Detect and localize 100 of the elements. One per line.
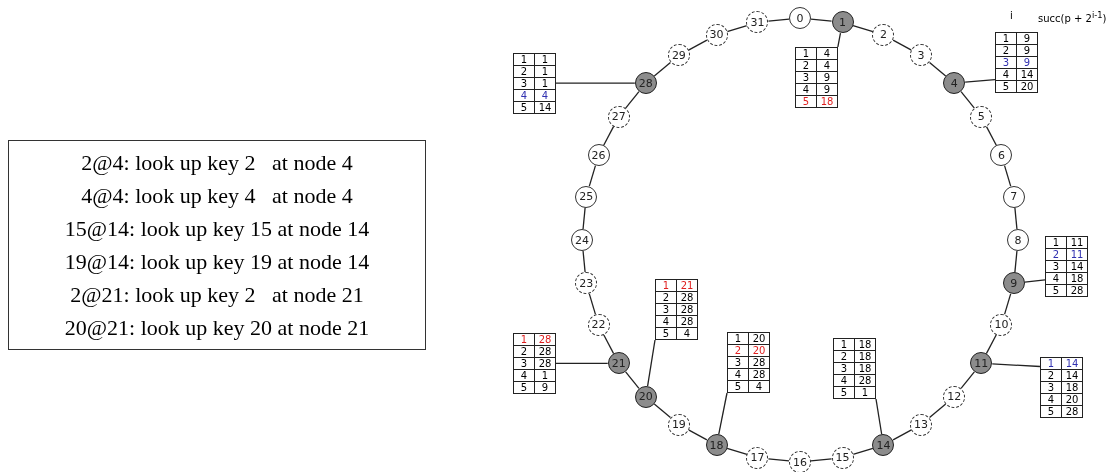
column-header: succ(p + 2$^{i-1}$) xyxy=(1038,10,1107,25)
table-cell: 4 xyxy=(513,369,535,382)
table-cell: 5 xyxy=(727,380,749,393)
ring-node: 16 xyxy=(789,451,811,472)
table-cell: 3 xyxy=(995,56,1017,69)
table-cell: 3 xyxy=(1040,381,1062,394)
table-cell: 5 xyxy=(513,381,535,394)
table-cell: 11 xyxy=(1066,236,1088,249)
table-cell: 28 xyxy=(748,368,770,381)
peer-node: 18 xyxy=(705,434,728,457)
table-cell: 3 xyxy=(1045,260,1067,273)
table-cell: 1 xyxy=(1040,357,1062,370)
table-cell: 18 xyxy=(854,338,876,351)
note-box xyxy=(8,140,426,350)
connector-line xyxy=(555,82,636,84)
connector-line xyxy=(603,125,615,146)
ring-node: 30 xyxy=(705,23,728,46)
ring-node: 2 xyxy=(872,23,895,46)
lookup-line: 20@21: look up key 20 at node 21 xyxy=(64,314,370,342)
table-cell: 2 xyxy=(727,344,749,357)
table-cell: 4 xyxy=(676,327,698,340)
connector-line xyxy=(603,334,615,355)
connector-line xyxy=(588,164,597,187)
table-cell: 4 xyxy=(1045,272,1067,285)
finger-table xyxy=(1040,357,1083,418)
table-cell: 4 xyxy=(748,380,770,393)
connector-line xyxy=(985,334,997,355)
table-cell: 1 xyxy=(534,53,556,66)
ring-node: 6 xyxy=(990,144,1013,167)
ring-node: 17 xyxy=(746,446,769,469)
connector-line xyxy=(928,61,947,77)
table-cell: 9 xyxy=(1016,56,1038,69)
finger-table xyxy=(795,47,838,108)
connector-line xyxy=(582,250,586,273)
peer-node: 11 xyxy=(970,352,993,375)
ring-node: 10 xyxy=(990,313,1013,336)
table-cell: 2 xyxy=(513,65,535,78)
connector-line xyxy=(767,18,790,22)
peer-node: 28 xyxy=(634,72,657,94)
table-cell: 3 xyxy=(727,356,749,369)
table-cell: 1 xyxy=(534,77,556,90)
connector-line xyxy=(1014,250,1018,273)
connector-line xyxy=(555,362,609,364)
table-cell: 9 xyxy=(1016,32,1038,45)
finger-table xyxy=(513,333,556,394)
table-cell: 3 xyxy=(795,71,817,84)
connector-line xyxy=(991,363,1041,368)
finger-table xyxy=(655,279,698,340)
table-cell: 1 xyxy=(727,332,749,345)
connector-line xyxy=(588,293,597,316)
table-cell: 28 xyxy=(676,315,698,328)
table-cell: 1 xyxy=(795,47,817,60)
table-cell: 18 xyxy=(1066,272,1088,285)
table-cell: 3 xyxy=(833,362,855,375)
table-cell: 14 xyxy=(1061,369,1083,382)
connector-line xyxy=(852,447,874,456)
connector-line xyxy=(726,24,748,33)
lookup-line: 2@4: look up key 2 at node 4 xyxy=(81,149,353,177)
table-cell: 2 xyxy=(1040,369,1062,382)
connector-line xyxy=(1014,207,1018,230)
connector-line xyxy=(646,339,656,387)
table-cell: 14 xyxy=(1016,68,1038,81)
connector-line xyxy=(1003,164,1012,187)
connector-line xyxy=(687,39,708,51)
lookup-line: 19@14: look up key 19 at node 14 xyxy=(64,248,370,276)
ring-node: 22 xyxy=(587,313,610,336)
ring-node: 3 xyxy=(910,44,933,67)
ring-node: 19 xyxy=(667,413,690,436)
table-cell: 2 xyxy=(833,350,855,363)
table-cell: 28 xyxy=(676,291,698,304)
table-cell: 20 xyxy=(1061,393,1083,406)
connector-line xyxy=(767,458,790,462)
table-cell: 4 xyxy=(833,374,855,387)
connector-line xyxy=(582,207,586,230)
table-cell: 4 xyxy=(513,89,535,102)
table-cell: 5 xyxy=(1040,405,1062,418)
table-cell: 2 xyxy=(513,345,535,358)
connector-line xyxy=(852,24,874,33)
connector-line xyxy=(726,447,748,456)
table-cell: 28 xyxy=(676,303,698,316)
peer-node: 9 xyxy=(1002,272,1025,295)
ring-node: 12 xyxy=(943,385,966,408)
finger-table xyxy=(513,53,556,114)
peer-node: 4 xyxy=(943,72,966,94)
table-cell: 2 xyxy=(995,44,1017,57)
table-cell: 9 xyxy=(816,71,838,84)
finger-table xyxy=(833,338,876,399)
connector-line xyxy=(810,458,833,462)
table-cell: 4 xyxy=(727,368,749,381)
column-header: i xyxy=(1010,10,1013,21)
table-cell: 28 xyxy=(1061,405,1083,418)
connector-line xyxy=(892,429,913,441)
ring-node: 5 xyxy=(970,105,993,128)
connector-line xyxy=(964,78,996,83)
connector-line xyxy=(625,371,640,390)
connector-line xyxy=(892,39,913,51)
table-cell: 2 xyxy=(795,59,817,72)
table-cell: 1 xyxy=(833,338,855,351)
table-cell: 5 xyxy=(833,386,855,399)
table-cell: 18 xyxy=(854,350,876,363)
